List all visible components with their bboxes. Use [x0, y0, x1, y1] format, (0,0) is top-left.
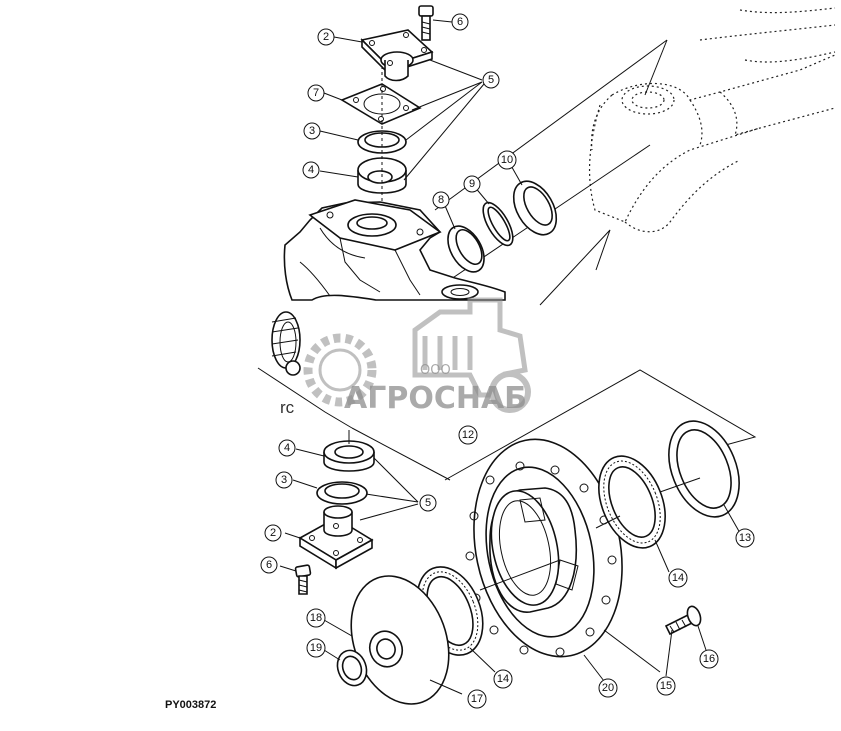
seal-bottom [292, 479, 368, 505]
callout-label: 13 [739, 532, 751, 544]
callout-label: 20 [602, 682, 614, 694]
wheel-hub [465, 438, 623, 658]
callout-bot-5: 5 [419, 494, 437, 512]
callout-label: 2 [323, 31, 329, 43]
callout-bot-13: 13 [735, 528, 755, 548]
callout-label: 18 [310, 612, 322, 624]
callout-label: 9 [469, 178, 475, 190]
bearing-top [319, 157, 407, 194]
callout-bot-2: 2 [264, 524, 282, 542]
callout-label: 10 [501, 154, 513, 166]
perspective-lines [257, 39, 757, 481]
watermark-logo: ООО АГРОСНАБ [303, 297, 531, 416]
watermark-prefix: ООО [420, 363, 451, 378]
seal-top [319, 130, 407, 154]
hub-bolt-holes [465, 461, 617, 657]
callout-label: 14 [497, 673, 509, 685]
reference-code: PY003872 [165, 699, 217, 711]
callout-bot-18: 18 [306, 608, 326, 628]
callout-top-2: 2 [317, 28, 335, 46]
callout-top-9: 9 [463, 175, 481, 193]
callout-label: 3 [309, 125, 315, 137]
callout-label: 15 [660, 680, 672, 692]
callout-bot-14a: 14 [668, 568, 688, 588]
callout-label: 3 [281, 474, 287, 486]
callout-top-7: 7 [307, 84, 325, 102]
callout-label: 4 [308, 164, 314, 176]
snap-ring-9 [473, 185, 514, 247]
callout-label: 8 [438, 194, 444, 206]
callout-label: 17 [471, 693, 483, 705]
callout-label: 14 [672, 572, 684, 584]
callout-bot-4: 4 [278, 439, 296, 457]
callout-bot-6: 6 [260, 556, 278, 574]
seal-ring-10 [508, 161, 558, 236]
callout-label: 5 [425, 497, 431, 509]
callout-label: 6 [457, 16, 463, 28]
bolt-top [418, 5, 453, 41]
king-pin-cap-top [333, 29, 434, 82]
callout-bot-19: 19 [306, 638, 326, 658]
callout-label: 16 [703, 653, 715, 665]
steering-knuckle [283, 199, 506, 301]
callout-top-6: 6 [451, 13, 469, 31]
callout-top-3: 3 [303, 122, 321, 140]
callout-top-5: 5 [482, 71, 500, 89]
callout-label: 12 [462, 429, 474, 441]
watermark-brand: АГРОСНАБ [344, 381, 527, 416]
bearing-bottom [295, 430, 375, 472]
callout-bot-17: 17 [467, 689, 487, 709]
callout-label: 2 [270, 527, 276, 539]
callout-bot-3: 3 [275, 471, 293, 489]
callout-top-10: 10 [497, 150, 517, 170]
callout-label: 7 [313, 87, 319, 99]
bearing-14-right [598, 455, 670, 573]
washer-18 [323, 619, 404, 668]
callout-bot-16: 16 [699, 649, 719, 669]
callout-label: 5 [488, 74, 494, 86]
splined-shaft [271, 311, 301, 376]
callout-bot-15: 15 [656, 676, 676, 696]
wheel-stud-16 [664, 605, 707, 651]
callout-bot-20: 20 [598, 678, 618, 698]
callout-top-8: 8 [432, 191, 450, 209]
callout-bot-14b: 14 [493, 669, 513, 689]
gasket-top [323, 83, 422, 125]
bolt-bottom [279, 564, 312, 595]
callout-label: 19 [310, 642, 322, 654]
seal-ring-8 [442, 200, 485, 273]
callout-mid-12: 12 [458, 425, 478, 445]
ring-19 [323, 649, 368, 687]
callout-label: 4 [284, 442, 290, 454]
callout-label: 6 [266, 559, 272, 571]
seal-13 [668, 420, 741, 534]
king-pin-cap-bottom [284, 505, 374, 570]
callout-top-4: 4 [302, 161, 320, 179]
axle-housing-outline [588, 7, 836, 233]
text-fragment: rc [280, 398, 295, 417]
